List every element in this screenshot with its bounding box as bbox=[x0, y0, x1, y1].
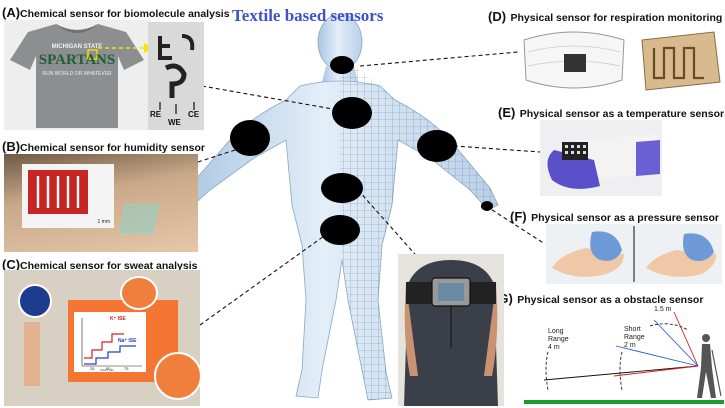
panel-d-sensor-photo bbox=[634, 30, 724, 96]
panel-g-obstacle-diagram bbox=[524, 311, 724, 404]
humidity-sensor-patch bbox=[118, 204, 160, 234]
sweat-na-ise: Na⁺ ISE bbox=[118, 338, 137, 344]
spot-right-arm bbox=[230, 120, 270, 156]
sweat-zoom-side bbox=[154, 352, 200, 400]
spot-left-arm bbox=[417, 130, 457, 162]
page-title: Textile based sensors bbox=[232, 6, 384, 25]
wearable-belt-photo bbox=[398, 254, 504, 406]
panel-e-tag: (E) bbox=[498, 105, 516, 120]
sweat-chart: K⁺ ISE Na⁺ ISE 25 50 75 Time / min bbox=[74, 312, 146, 372]
panel-d-mask-photo bbox=[518, 26, 630, 96]
shirt-brand: MICHIGAN STATE bbox=[51, 44, 103, 50]
panel-d-tag: (D) bbox=[488, 9, 507, 24]
humidity-inset: 1 mm bbox=[22, 164, 114, 228]
panel-a-label: (A)Chemical sensor for biomolecule analy… bbox=[2, 4, 230, 22]
ray-short bbox=[613, 365, 699, 377]
panel-f-text: Physical sensor as a pressure sensor bbox=[531, 212, 720, 224]
panel-c-label: (C)Chemical sensor for sweat analysis bbox=[2, 256, 197, 274]
panel-a-tag: (A) bbox=[2, 5, 21, 20]
electrode-we: WE bbox=[168, 118, 181, 127]
sensor-spots bbox=[230, 56, 493, 245]
sweat-tick-2: 50 bbox=[106, 366, 111, 371]
electrode-ce: CE bbox=[188, 110, 200, 119]
panel-f-tag: (F) bbox=[510, 209, 527, 224]
sweat-arm bbox=[24, 322, 40, 386]
electrode-pattern bbox=[158, 34, 195, 114]
shirt-illustration bbox=[10, 24, 144, 128]
panel-a-shirt-photo: MICHIGAN STATE SPARTANS RUN WORLD OR WHA… bbox=[4, 20, 150, 130]
ray-long bbox=[543, 365, 699, 381]
panel-a-electrode-photo: RE WE CE bbox=[148, 22, 204, 130]
finger-illustration bbox=[552, 226, 717, 282]
spot-waist bbox=[321, 173, 363, 203]
near-range-label: 1.5 m bbox=[654, 306, 672, 313]
zoom-arrow-icon bbox=[98, 43, 153, 53]
ray-up bbox=[673, 311, 699, 367]
panel-d-text: Physical sensor for respiration monitori… bbox=[510, 12, 723, 24]
respiration-sensor bbox=[641, 31, 721, 91]
sweat-x-label: Time / min bbox=[100, 368, 114, 372]
panel-e-temperature-photo bbox=[540, 120, 662, 196]
arc-near bbox=[649, 323, 689, 331]
panel-b-label: (B)Chemical sensor for humidity sensor bbox=[2, 138, 205, 156]
sweat-tick-1: 25 bbox=[90, 366, 95, 371]
sweat-wrist-sensor bbox=[18, 284, 52, 318]
panel-f-pressure-photo bbox=[546, 224, 722, 284]
panel-b-text: Chemical sensor for humidity sensor bbox=[20, 142, 206, 154]
ray-near bbox=[653, 319, 699, 367]
panel-a-text: Chemical sensor for biomolecule analysis bbox=[20, 8, 230, 20]
spot-neck bbox=[330, 56, 354, 74]
panel-c-text: Chemical sensor for sweat analysis bbox=[20, 260, 198, 272]
sweat-k-ise: K⁺ ISE bbox=[110, 316, 126, 322]
panel-b-tag: (B) bbox=[2, 139, 21, 154]
arc-long bbox=[545, 351, 549, 391]
panel-b-humidity-photo: 1 mm bbox=[4, 154, 198, 252]
ground-line bbox=[524, 400, 724, 404]
ray-mid bbox=[615, 345, 699, 367]
short-range-label: Short Range 2 m bbox=[624, 326, 645, 349]
glove-illustration bbox=[547, 134, 660, 189]
shirt-sub: RUN WORLD OR WHATEVER bbox=[42, 71, 112, 77]
panel-d-label: (D) Physical sensor for respiration moni… bbox=[488, 8, 722, 26]
spot-thigh bbox=[320, 215, 360, 245]
panel-e-label: (E) Physical sensor as a temperature sen… bbox=[498, 104, 724, 122]
walker-icon bbox=[697, 334, 722, 398]
spot-wrist bbox=[481, 201, 493, 211]
wearable-illustration bbox=[404, 260, 498, 406]
sweat-chart-traces bbox=[81, 318, 142, 367]
sweat-zoom-top bbox=[120, 276, 158, 310]
humidity-scale: 1 mm bbox=[97, 219, 111, 225]
long-range-label: Long Range 4 m bbox=[548, 328, 569, 351]
panel-f-label: (F) Physical sensor as a pressure sensor bbox=[510, 208, 719, 226]
spot-chest bbox=[332, 97, 372, 129]
sweat-tick-3: 75 bbox=[124, 366, 129, 371]
panel-e-text: Physical sensor as a temperature sensor bbox=[519, 108, 725, 120]
panel-g-text: Physical sensor as a obstacle sensor bbox=[517, 294, 704, 306]
humidity-sensor-pattern bbox=[28, 170, 88, 214]
arc-short bbox=[619, 351, 623, 391]
electrode-re: RE bbox=[150, 110, 162, 119]
panel-c-tag: (C) bbox=[2, 257, 21, 272]
mask-illustration bbox=[523, 31, 625, 89]
shirt-name: SPARTANS bbox=[38, 52, 116, 68]
panel-c-sweat-photo: K⁺ ISE Na⁺ ISE 25 50 75 Time / min bbox=[4, 270, 200, 406]
